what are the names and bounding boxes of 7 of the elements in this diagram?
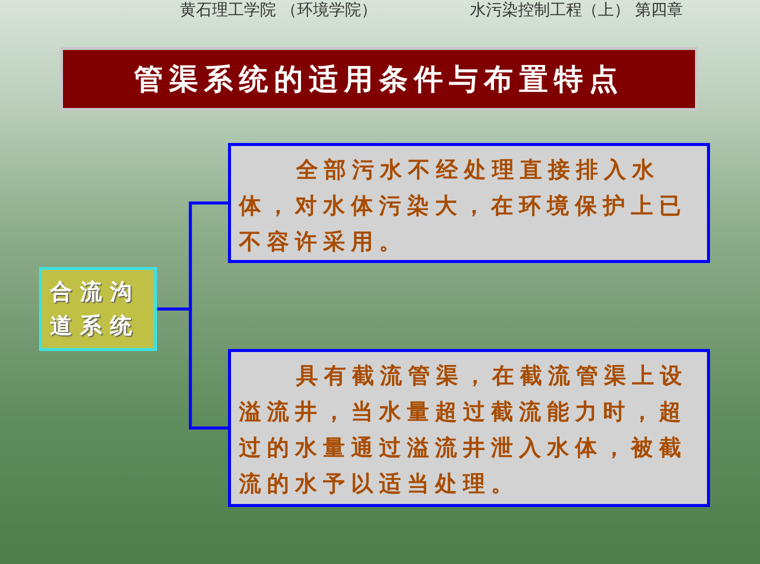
header-text: 黄石理工学院 （环境学院） bbox=[180, 0, 378, 21]
header-text: 水污染控制工程（上） 第四章 bbox=[470, 0, 684, 21]
description-box: 全部污水不经处理直接排入水体，对水体污染大，在环境保护上已不容许采用。 bbox=[228, 143, 710, 263]
description-box: 具有截流管渠，在截流管渠上设溢流井，当水量超过截流能力时，超过的水量通过溢流井泄入水体，被截流的水予以适当处理。 bbox=[228, 349, 710, 507]
connector-line bbox=[157, 308, 228, 430]
title-banner: 管渠系统的适用条件与布置特点 bbox=[60, 47, 698, 111]
category-box: 合流沟道系统 bbox=[39, 267, 157, 351]
